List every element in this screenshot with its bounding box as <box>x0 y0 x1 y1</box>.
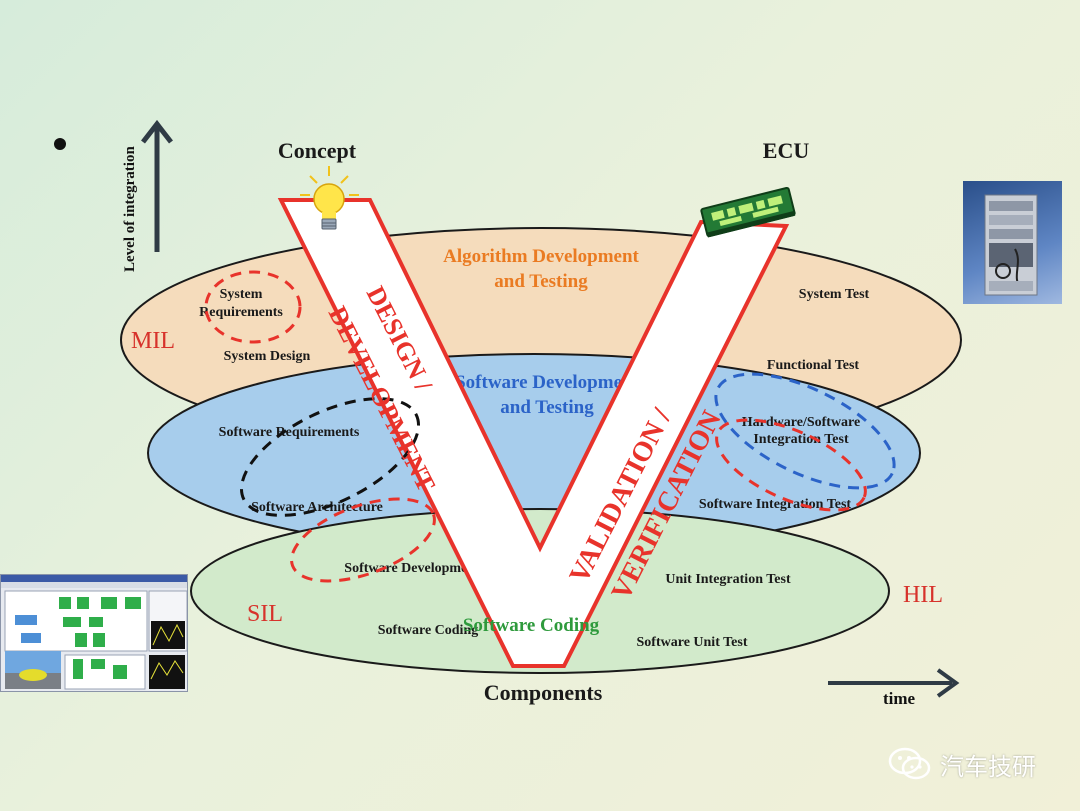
hil-rack-image <box>963 181 1062 304</box>
ecu-label: ECU <box>763 138 810 163</box>
bullet-point <box>54 138 66 150</box>
software-architecture-label: Software Architecture <box>251 500 383 515</box>
software-requirements-black-highlight <box>239 397 421 517</box>
software-integration-highlight <box>715 418 867 512</box>
lightbulb-icon <box>300 166 359 230</box>
hw-sw-integration-line1: Hardware/Software <box>742 415 860 430</box>
software-coding-small-label: Software Coding <box>378 623 478 638</box>
sil-software-screenshot <box>0 574 188 692</box>
y-axis-arrow <box>141 119 173 252</box>
hw-sw-integration-blue-highlight <box>714 372 896 490</box>
system-requirements-highlight <box>204 270 302 344</box>
watermark: 汽车技研 <box>888 746 1036 782</box>
software-dev-title-line2: and Testing <box>500 397 594 418</box>
system-requirements-line1: System <box>220 287 263 302</box>
software-integration-test-label: Software Integration Test <box>699 497 852 512</box>
algorithm-title-line2: and Testing <box>494 271 588 292</box>
watermark-text: 汽车技研 <box>940 752 1036 781</box>
system-requirements-line2: Requirements <box>199 305 283 320</box>
software-dev-title-line1: Software Development <box>455 372 639 393</box>
functional-test-label: Functional Test <box>767 358 860 373</box>
system-test-label: System Test <box>799 287 870 302</box>
sil-label: SIL <box>247 601 283 627</box>
hw-sw-integration-line2: Integration Test <box>753 432 849 447</box>
system-design-label: System Design <box>224 349 311 364</box>
y-axis-label: Level of integration <box>122 146 138 272</box>
concept-label: Concept <box>278 138 357 163</box>
software-unit-test-label: Software Unit Test <box>637 635 748 650</box>
software-requirements-label: Software Requirements <box>219 425 360 440</box>
algorithm-title-line1: Algorithm Development <box>443 246 639 267</box>
ecu-board-icon <box>700 186 796 238</box>
components-label: Components <box>484 680 603 705</box>
software-development-highlight <box>290 497 436 583</box>
mil-label: MIL <box>131 328 175 354</box>
unit-integration-test-label: Unit Integration Test <box>665 572 791 587</box>
software-development-label: Software Development <box>344 561 480 576</box>
hil-label: HIL <box>903 582 943 608</box>
time-label: time <box>883 689 916 708</box>
wechat-icon <box>888 747 931 780</box>
software-coding-title: Software Coding <box>463 615 600 636</box>
time-arrow <box>828 668 960 698</box>
